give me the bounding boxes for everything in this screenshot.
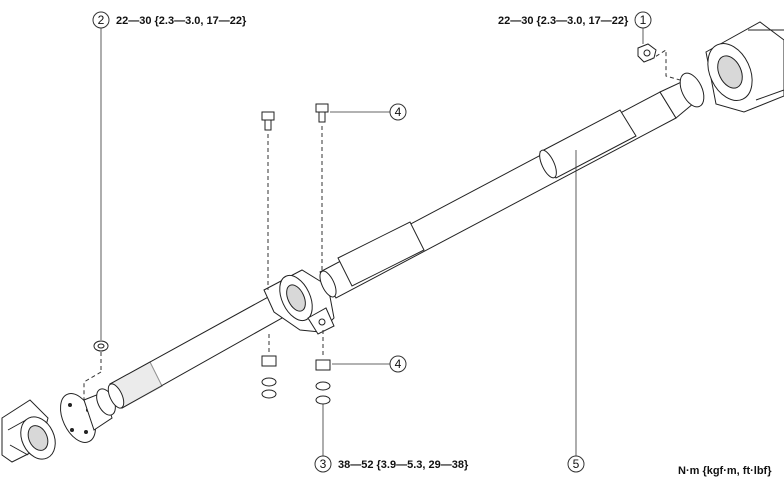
nut-stack-right	[315, 359, 331, 405]
svg-text:1: 1	[640, 13, 647, 27]
front-joint	[659, 72, 705, 119]
callout-1: 1 22—30 {2.3—3.0, 17—22}	[498, 11, 652, 44]
transmission-output-flange	[705, 21, 784, 113]
nut-1	[637, 43, 657, 63]
callout-3: 3 38—52 {3.9—5.3, 29—38}	[314, 404, 469, 473]
callout-2-torque: 22—30 {2.3—3.0, 17—22}	[116, 15, 247, 27]
svg-text:4: 4	[395, 105, 402, 119]
callout-2: 2 22—30 {2.3—3.0, 17—22}	[92, 11, 247, 340]
svg-text:4: 4	[395, 357, 402, 371]
center-bearing-support	[263, 269, 335, 335]
callout-5: 5	[567, 150, 585, 473]
svg-text:3: 3	[320, 457, 327, 471]
rear-joint-flange	[60, 388, 116, 443]
washer-2-guide-b	[83, 371, 102, 400]
bolt-right	[315, 103, 329, 123]
rear-shaft-tube	[107, 295, 283, 409]
rear-differential-flange	[1, 399, 56, 463]
callout-1-torque: 22—30 {2.3—3.0, 17—22}	[498, 15, 629, 27]
washer-2	[93, 340, 109, 352]
nut-stack-left	[261, 355, 277, 399]
nut-1-guide	[649, 49, 681, 81]
callout-3-torque: 38—52 {3.9—5.3, 29—38}	[338, 459, 469, 471]
svg-text:2: 2	[98, 13, 105, 27]
callout-4-lower: 4	[332, 355, 407, 373]
svg-text:5: 5	[573, 457, 580, 471]
front-shaft-tube	[319, 91, 677, 299]
torque-unit-label: N·m {kgf·m, ft·lbf}	[678, 465, 772, 477]
bolt-left	[261, 111, 275, 131]
callout-4-upper: 4	[330, 103, 407, 121]
